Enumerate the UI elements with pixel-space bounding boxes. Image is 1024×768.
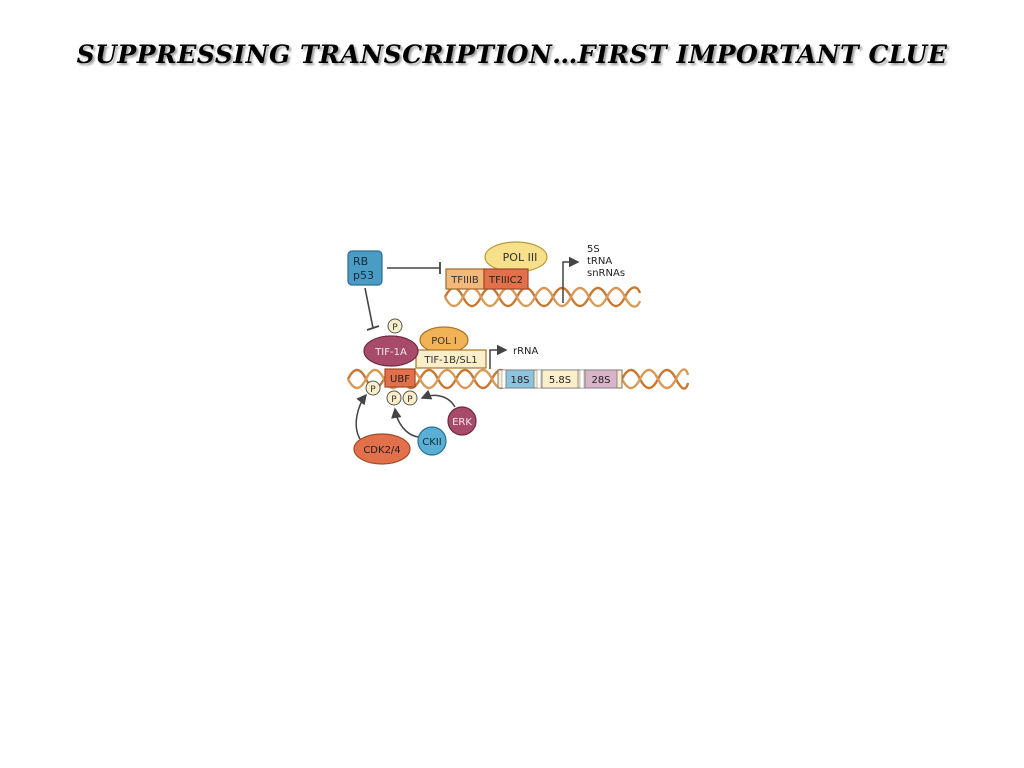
phosphate-ubf-left <box>365 380 381 396</box>
arrow-cdk-to-p <box>355 393 367 440</box>
ubf-label: UBF <box>390 374 410 385</box>
product-trna: tRNA <box>587 256 612 267</box>
gene-18s-label: 18S <box>510 375 529 386</box>
tif1a-ellipse <box>363 335 419 367</box>
pol1-label: POL I <box>431 336 457 347</box>
rb-p53-box: RB p53 <box>347 250 383 286</box>
tfiiic2-box <box>483 268 529 290</box>
tfiiib-label: TFIIIB <box>450 275 479 286</box>
inhibition-pol3 <box>387 262 441 274</box>
pol3-label: POL III <box>503 251 538 264</box>
cdk24-ellipse <box>353 433 411 465</box>
phosphate-ubf-right <box>402 390 418 406</box>
tif1b-sl1-box <box>415 349 487 369</box>
pol3-products: 5S tRNA snRNAs <box>587 244 625 279</box>
phosphate-label: P <box>391 395 397 405</box>
slide-title: SUPPRESSING TRANSCRIPTION…FIRST IMPORTAN… <box>76 40 948 69</box>
arrow-ckii-to-p <box>391 407 419 438</box>
tif1b-sl1-label: TIF-1B/SL1 <box>423 355 477 366</box>
erk-label: ERK <box>452 417 472 428</box>
cdk24-kinase: CDK2/4 <box>353 433 411 465</box>
p53-label: p53 <box>353 269 374 282</box>
inhibition-tif1a <box>364 287 380 331</box>
erk-circle <box>447 406 477 436</box>
pol1-complex: POL I TIF-1B/SL1 TIF-1A UBF <box>363 326 487 388</box>
erk-kinase: ERK <box>447 406 477 436</box>
product-snrnas: snRNAs <box>587 268 625 279</box>
dna-upper <box>443 286 642 308</box>
phosphate-ubf-mid <box>386 390 402 406</box>
rb-label: RB <box>353 255 368 268</box>
gene-28s-label: 28S <box>591 375 610 386</box>
pol3-start-arrow <box>562 256 580 303</box>
tfiiic2-label: TFIIIC2 <box>488 275 523 286</box>
phosphate-tif1a <box>387 318 403 334</box>
tif1a-label: TIF-1A <box>374 347 407 358</box>
ckii-circle <box>417 426 447 456</box>
transcription-regulation-diagram: 18S 5.8S 28S RB p53 POL III TFIIIB TFIII… <box>346 241 690 465</box>
ckii-kinase: CKII <box>417 426 447 456</box>
phosphate-label: P <box>370 385 376 395</box>
phosphate-group: P P P P <box>365 318 418 406</box>
ubf-box <box>384 368 416 388</box>
pol1-start-arrow <box>489 344 508 369</box>
cdk24-label: CDK2/4 <box>363 445 400 456</box>
gene-5.8s-label: 5.8S <box>549 375 571 386</box>
rdna-gene-block: 18S 5.8S 28S <box>497 369 623 389</box>
product-5s: 5S <box>587 244 600 255</box>
rrna-label: rRNA <box>513 346 539 357</box>
phosphate-label: P <box>407 395 413 405</box>
phosphate-label: P <box>392 323 398 333</box>
arrow-erk-to-p <box>420 389 456 408</box>
pol3-complex: POL III TFIIIB TFIIIC2 <box>445 241 548 290</box>
ckii-label: CKII <box>422 437 441 448</box>
